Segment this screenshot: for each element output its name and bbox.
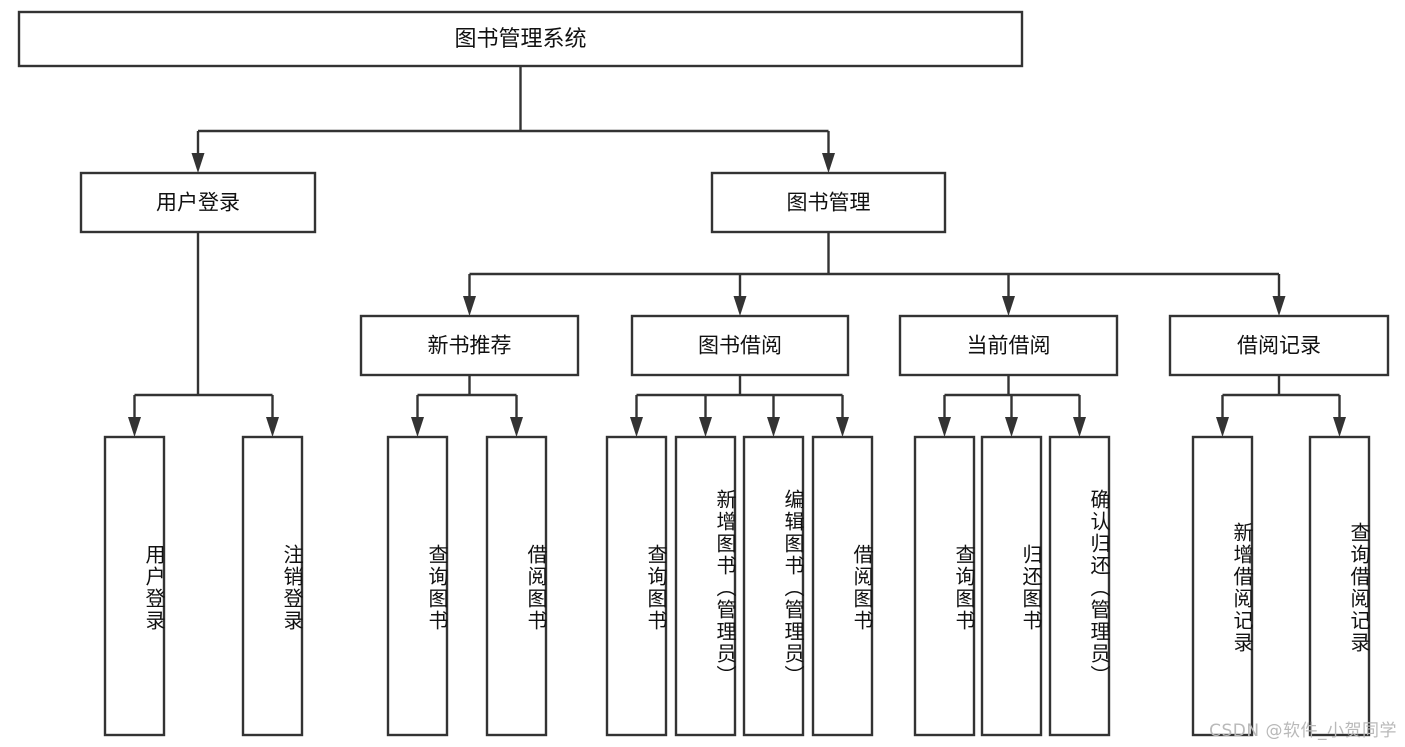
arrow-head-icon (938, 417, 951, 437)
node-user-login-label: 用户登录 (156, 191, 240, 215)
node-borrow-record-label: 借阅记录 (1237, 334, 1321, 358)
arrow-head-icon (767, 417, 780, 437)
arrow-head-icon (1005, 417, 1018, 437)
node-leaf-confirm-return-admin[interactable] (1048, 435, 1111, 737)
arrow-head-icon (1333, 417, 1346, 437)
node-borrow-record-box[interactable] (1168, 314, 1390, 377)
arrow-head-icon (463, 296, 476, 316)
node-book-manage-box[interactable] (710, 171, 947, 234)
node-book-borrow-box[interactable] (630, 314, 850, 377)
node-leaf-query-book-borrow[interactable] (605, 435, 668, 737)
node-leaf-user-login[interactable] (103, 435, 166, 737)
node-leaf-add-borrow-record-box[interactable] (1191, 435, 1254, 737)
arrow-head-icon (191, 153, 205, 173)
node-leaf-query-book-borrow-box[interactable] (605, 435, 668, 737)
connector-group-borrow-record (1216, 375, 1346, 437)
node-user-login-box[interactable] (79, 171, 317, 234)
node-leaf-return-book-box[interactable] (980, 435, 1043, 737)
node-leaf-confirm-return-admin-box[interactable] (1048, 435, 1111, 737)
connector-group-root (191, 66, 835, 173)
node-leaf-borrow-book[interactable] (811, 435, 874, 737)
arrow-head-icon (510, 417, 523, 437)
arrow-head-icon (128, 417, 141, 437)
node-leaf-add-book-admin[interactable] (674, 435, 737, 737)
node-new-book-recommend-label: 新书推荐 (428, 334, 512, 358)
node-leaf-user-login-box[interactable] (103, 435, 166, 737)
node-root-box[interactable] (17, 10, 1024, 68)
arrow-head-icon (266, 417, 279, 437)
arrow-head-icon (411, 417, 424, 437)
node-leaf-query-book-current-box[interactable] (913, 435, 976, 737)
node-leaf-add-borrow-record[interactable] (1191, 435, 1254, 737)
connector-layer (128, 66, 1346, 437)
arrow-head-icon (1216, 417, 1229, 437)
node-leaf-edit-book-admin-box[interactable] (742, 435, 805, 737)
node-leaf-borrow-book-rec[interactable] (485, 435, 548, 737)
node-new-book-recommend[interactable]: 新书推荐 (359, 314, 580, 377)
node-leaf-logout-login-box[interactable] (241, 435, 304, 737)
connector-group-book-manage (463, 232, 1286, 316)
node-leaf-logout-login[interactable] (241, 435, 304, 737)
arrow-head-icon (699, 417, 712, 437)
arrow-head-icon (822, 153, 835, 173)
arrow-head-icon (733, 296, 747, 316)
node-leaf-query-book-current[interactable] (913, 435, 976, 737)
node-book-manage[interactable]: 图书管理 (710, 171, 947, 234)
node-leaf-add-book-admin-box[interactable] (674, 435, 737, 737)
watermark-text: CSDN @软件_小贺同学 (1209, 721, 1397, 741)
node-new-book-recommend-box[interactable] (359, 314, 580, 377)
connector-group-current-borrow (938, 375, 1086, 437)
arrow-head-icon (1002, 296, 1015, 316)
arrow-head-icon (1272, 296, 1286, 316)
node-leaf-return-book[interactable] (980, 435, 1043, 737)
node-leaf-query-book-rec-box[interactable] (386, 435, 449, 737)
node-book-borrow-label: 图书借阅 (698, 334, 782, 358)
arrow-head-icon (836, 417, 849, 437)
node-borrow-record[interactable]: 借阅记录 (1168, 314, 1390, 377)
node-current-borrow[interactable]: 当前借阅 (898, 314, 1119, 377)
node-leaf-query-borrow-record[interactable] (1308, 435, 1371, 737)
connector-group-book-borrow (630, 375, 849, 437)
arrow-head-icon (630, 417, 643, 437)
arrow-head-icon (1073, 417, 1086, 437)
node-root[interactable]: 图书管理系统 (17, 10, 1024, 68)
node-book-manage-label: 图书管理 (787, 191, 871, 215)
node-root-label: 图书管理系统 (454, 27, 586, 52)
node-book-borrow[interactable]: 图书借阅 (630, 314, 850, 377)
connector-group-new-book-recommend (411, 375, 523, 437)
node-current-borrow-label: 当前借阅 (967, 334, 1051, 358)
node-leaf-borrow-book-rec-box[interactable] (485, 435, 548, 737)
connector-group-user-login (128, 232, 279, 437)
node-user-login[interactable]: 用户登录 (79, 171, 317, 234)
node-leaf-query-borrow-record-box[interactable] (1308, 435, 1371, 737)
node-leaf-borrow-book-box[interactable] (811, 435, 874, 737)
node-leaf-query-book-rec[interactable] (386, 435, 449, 737)
node-leaf-edit-book-admin[interactable] (742, 435, 805, 737)
node-current-borrow-box[interactable] (898, 314, 1119, 377)
